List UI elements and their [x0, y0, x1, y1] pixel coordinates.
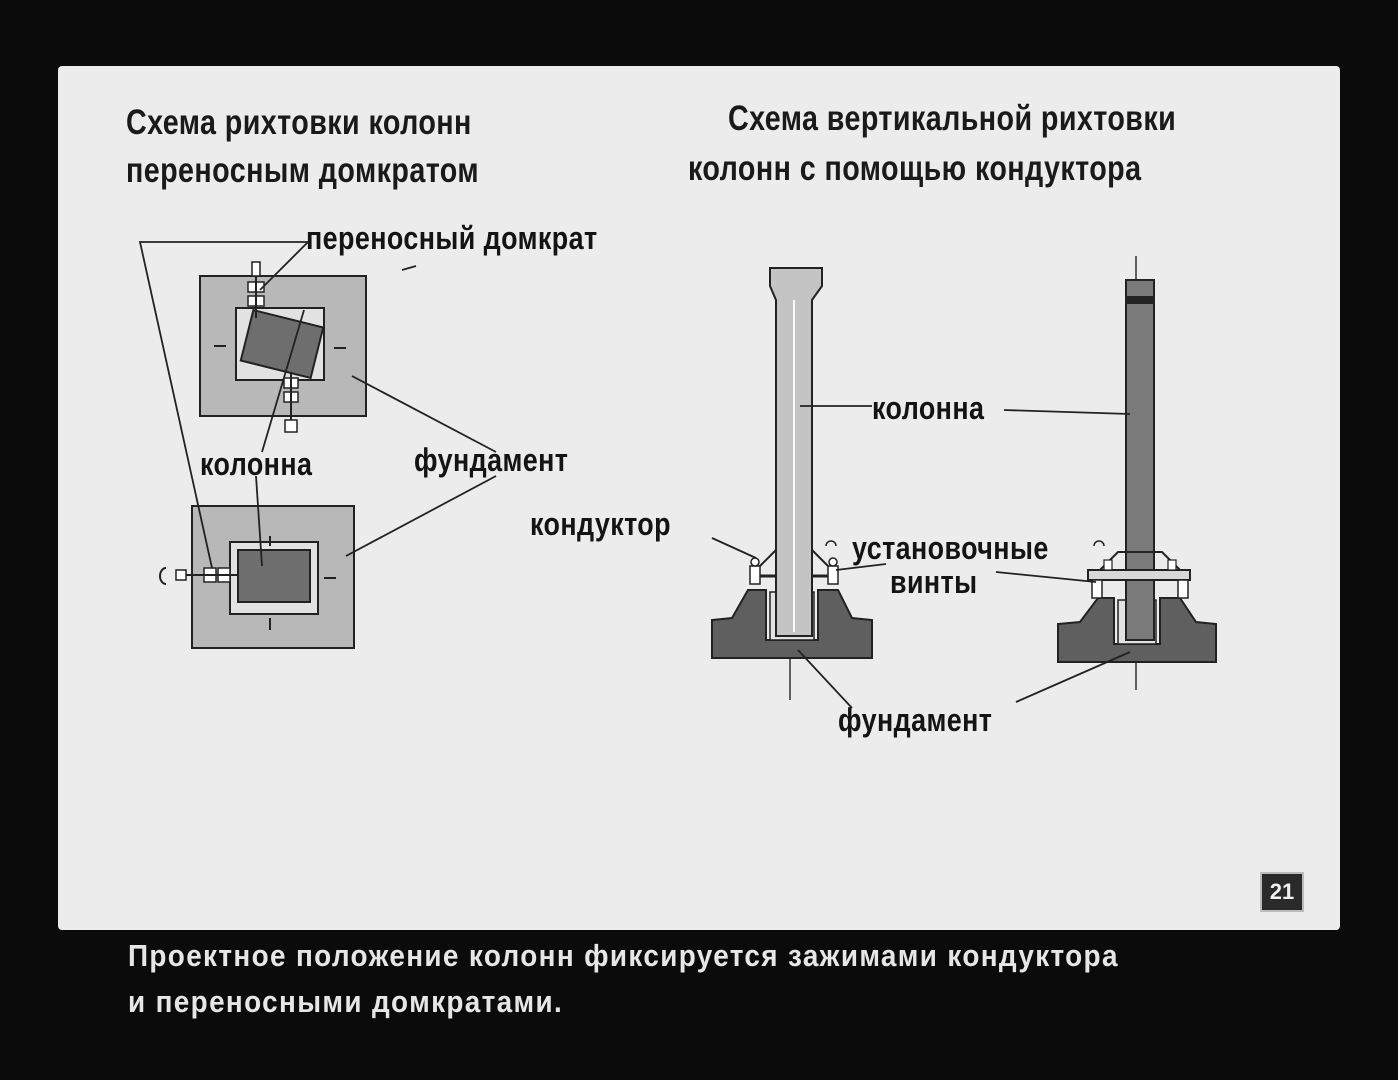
label-conductor: кондуктор — [530, 506, 671, 542]
label-portable-jack: переносный домкрат — [306, 220, 598, 256]
foundation-elevation-left — [711, 589, 873, 659]
label-setting-screws-line2: винты — [890, 564, 978, 600]
right-title-line2: колонн с помощью кондуктора — [688, 149, 1142, 188]
elevation-left — [711, 267, 873, 700]
left-title-line2: переносным домкратом — [126, 151, 480, 190]
column-elevation-left — [769, 267, 823, 637]
foundation-elevation-right — [1057, 597, 1217, 663]
conductor-frame — [1087, 569, 1191, 581]
caption-line2: и переносными домкратами. — [128, 984, 564, 1019]
label-setting-screws-line1: установочные — [852, 530, 1049, 566]
jack-top — [251, 261, 261, 277]
column-section-top — [239, 308, 325, 380]
plan-view-top — [199, 261, 367, 433]
slide-number-badge: 21 — [1260, 872, 1304, 912]
label-column-right: колонна — [872, 390, 985, 426]
jack-side — [175, 569, 187, 581]
caption-line1: Проектное положение колонн фиксируется з… — [128, 938, 1119, 973]
plan-view-bottom — [159, 505, 355, 649]
column-section-bottom — [237, 549, 311, 603]
elevation-right — [1057, 256, 1217, 690]
column-elevation-right — [1125, 279, 1155, 641]
right-title-line1: Схема вертикальной рихтовки — [728, 99, 1177, 138]
label-foundation-right: фундамент — [838, 702, 993, 738]
left-title-line1: Схема рихтовки колонн — [126, 103, 472, 142]
label-column-left: колонна — [200, 446, 313, 482]
label-foundation-left: фундамент — [414, 442, 569, 478]
conductor-clamp-right — [827, 565, 839, 585]
conductor-clamp-left — [749, 565, 761, 585]
